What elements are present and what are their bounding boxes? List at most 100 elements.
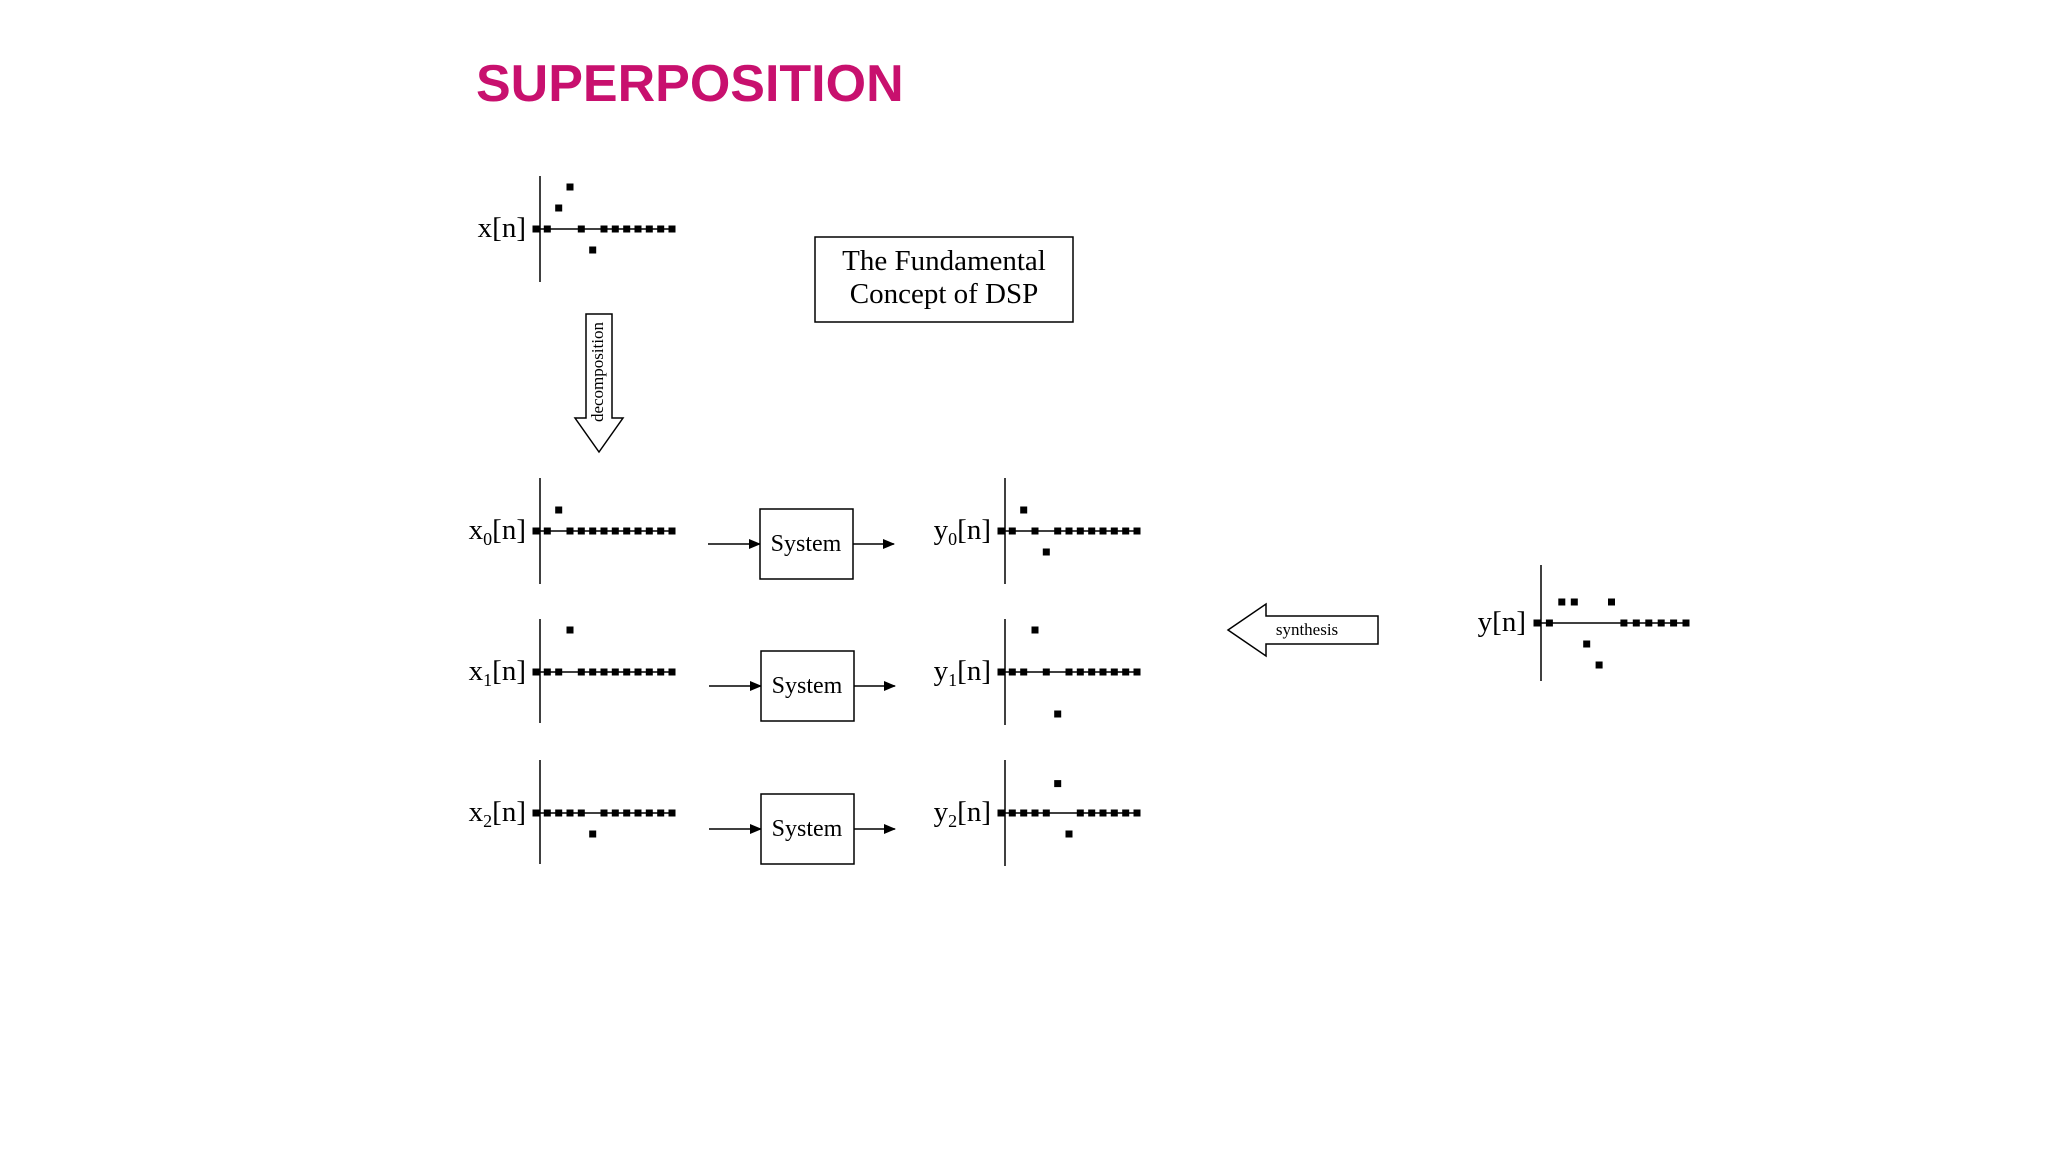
sample-y0-11 <box>1122 527 1130 535</box>
sample-x0-5 <box>589 527 597 535</box>
signal-plot-y1: y1[n] <box>934 619 1141 725</box>
concept-box: The Fundamental Concept of DSP <box>814 236 1074 323</box>
decomposition-label: decomposition <box>588 321 607 422</box>
sample-x0-8 <box>623 527 631 535</box>
sample-y-12 <box>1682 619 1690 627</box>
sample-y2-8 <box>1088 809 1096 817</box>
sample-y0-6 <box>1065 527 1073 535</box>
sample-x1-4 <box>577 668 585 676</box>
system-label-1: System <box>772 673 843 699</box>
sample-x2-5 <box>589 830 597 838</box>
signal-label-y1: y1[n] <box>934 655 991 690</box>
sample-x-1 <box>543 225 551 233</box>
sample-y1-7 <box>1076 668 1084 676</box>
signal-label-x0: x0[n] <box>469 514 526 549</box>
sample-x0-12 <box>668 527 676 535</box>
sample-y2-0 <box>997 809 1005 817</box>
concept-line-2: Concept of DSP <box>850 278 1039 310</box>
sample-y2-9 <box>1099 809 1107 817</box>
sample-x1-9 <box>634 668 642 676</box>
signal-plot-x1: x1[n] <box>469 619 676 723</box>
sample-x0-4 <box>577 527 585 535</box>
sample-x-8 <box>623 225 631 233</box>
decomposition-arrow: decomposition <box>573 313 625 454</box>
sample-y1-0 <box>997 668 1005 676</box>
sample-y0-9 <box>1099 527 1107 535</box>
sample-y1-11 <box>1122 668 1130 676</box>
sample-y-4 <box>1583 640 1591 648</box>
sample-y-5 <box>1595 661 1603 669</box>
sample-y-10 <box>1657 619 1665 627</box>
slide-title: SUPERPOSITION <box>476 55 904 113</box>
system-row-2: System <box>709 793 896 865</box>
sample-y-0 <box>1533 619 1541 627</box>
sample-x-11 <box>657 225 665 233</box>
sample-x2-8 <box>623 809 631 817</box>
sample-y-2 <box>1558 598 1566 606</box>
sample-y1-1 <box>1008 668 1016 676</box>
sample-x2-2 <box>555 809 563 817</box>
sample-x2-12 <box>668 809 676 817</box>
sample-y2-2 <box>1020 809 1028 817</box>
sample-y1-9 <box>1099 668 1107 676</box>
sample-y-8 <box>1632 619 1640 627</box>
sample-x1-7 <box>611 668 619 676</box>
system-label-0: System <box>771 531 842 557</box>
sample-y-6 <box>1608 598 1615 606</box>
sample-x-7 <box>611 225 619 233</box>
signal-label-y: y[n] <box>1478 606 1526 638</box>
sample-y0-10 <box>1110 527 1118 535</box>
sample-y0-7 <box>1076 527 1084 535</box>
sample-x1-8 <box>623 668 631 676</box>
sample-y1-5 <box>1054 710 1062 718</box>
sample-y2-6 <box>1065 830 1073 838</box>
sample-x0-10 <box>645 527 653 535</box>
system-label-2: System <box>772 816 843 842</box>
sample-x0-9 <box>634 527 642 535</box>
sample-x0-0 <box>532 527 540 535</box>
sample-y-9 <box>1645 619 1653 627</box>
sample-y0-5 <box>1054 527 1062 535</box>
signal-label-y0: y0[n] <box>934 514 991 549</box>
sample-x2-1 <box>543 809 551 817</box>
sample-y2-1 <box>1008 809 1016 817</box>
sample-x2-4 <box>577 809 585 817</box>
sample-y1-6 <box>1065 668 1073 676</box>
sample-y0-8 <box>1088 527 1096 535</box>
sample-y0-4 <box>1042 548 1050 556</box>
signal-label-x: x[n] <box>478 212 526 244</box>
sample-x1-5 <box>589 668 597 676</box>
sample-y0-0 <box>997 527 1005 535</box>
sample-y2-11 <box>1122 809 1130 817</box>
system-row-1: System <box>709 650 896 722</box>
sample-x-9 <box>634 225 642 233</box>
sample-x-10 <box>645 225 653 233</box>
sample-x2-9 <box>634 809 642 817</box>
sample-y-11 <box>1670 619 1678 627</box>
sample-x2-10 <box>645 809 653 817</box>
synthesis-label: synthesis <box>1276 620 1338 639</box>
signal-label-x2: x2[n] <box>469 796 526 831</box>
signal-plot-y2: y2[n] <box>934 760 1141 866</box>
signal-plot-x: x[n] <box>478 176 676 282</box>
sample-y1-8 <box>1088 668 1096 676</box>
sample-x1-12 <box>668 668 676 676</box>
signal-plot-y0: y0[n] <box>934 478 1141 584</box>
sample-x1-2 <box>555 668 563 676</box>
sample-y-1 <box>1545 619 1553 627</box>
signal-plot-x0: x0[n] <box>469 478 676 584</box>
sample-x1-1 <box>543 668 551 676</box>
sample-y1-3 <box>1031 626 1039 634</box>
system-row-0: System <box>708 508 895 580</box>
sample-x-12 <box>668 225 676 233</box>
sample-y-7 <box>1620 619 1628 627</box>
sample-x-3 <box>566 183 574 191</box>
sample-x0-11 <box>657 527 665 535</box>
sample-x2-11 <box>657 809 665 817</box>
signal-label-y2: y2[n] <box>934 796 991 831</box>
sample-x-4 <box>577 225 585 233</box>
sample-x0-6 <box>600 527 608 535</box>
sample-x0-7 <box>611 527 619 535</box>
sample-x1-0 <box>532 668 540 676</box>
